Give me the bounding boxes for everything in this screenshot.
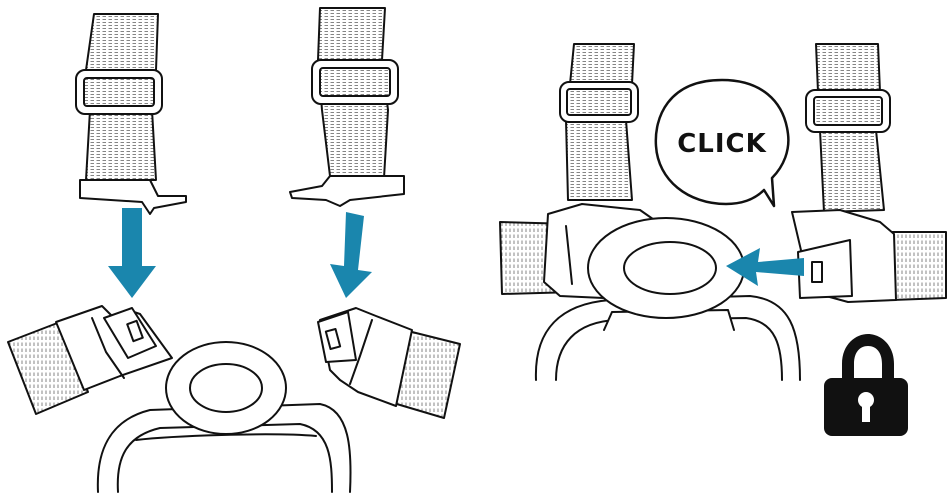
padlock-closed-icon <box>824 334 908 436</box>
right-panel: CLICK <box>500 44 946 436</box>
buckle-slot-right <box>812 262 822 282</box>
buckle-ring-inner <box>190 364 262 412</box>
hip-webbing-right <box>890 232 946 300</box>
down-arrow-icon <box>330 212 372 298</box>
buckle-ring-inner <box>624 242 716 294</box>
down-arrow-icon <box>108 208 156 298</box>
right-shoulder-strap-attached <box>792 44 946 302</box>
click-callout-text: CLICK <box>677 129 767 159</box>
left-hip-strap <box>8 306 172 414</box>
left-panel <box>8 8 460 492</box>
right-shoulder-strap <box>290 8 404 206</box>
left-shoulder-strap <box>76 14 186 214</box>
right-hip-strap <box>318 308 460 418</box>
buckle-tongue-right <box>290 176 404 206</box>
